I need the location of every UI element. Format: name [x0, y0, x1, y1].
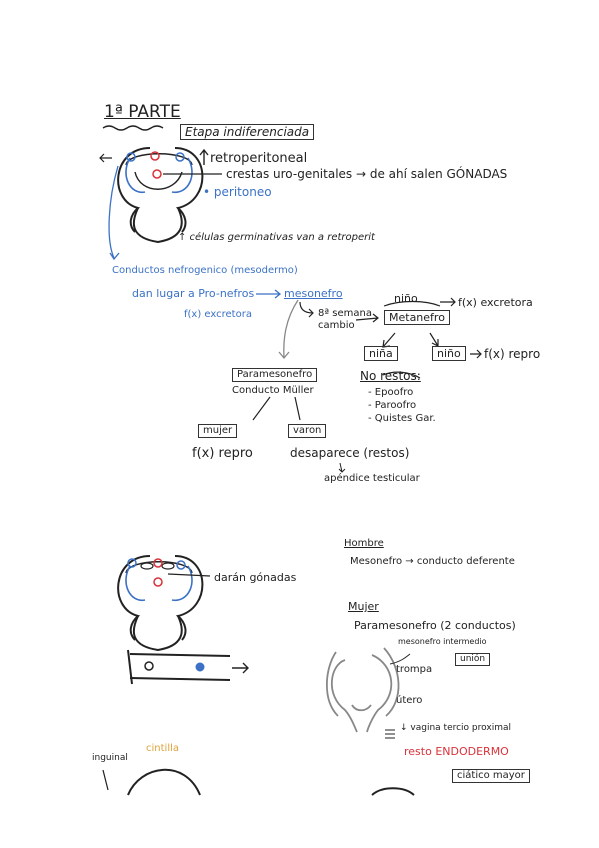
blue-dot-right-1	[175, 152, 185, 162]
tube-diagram	[127, 649, 249, 685]
red-dot-top-1	[150, 151, 160, 161]
bracket-metanefro	[383, 300, 441, 307]
varon-box: varon	[288, 424, 327, 438]
mesonefro-intermedio-label: mesonefro intermedio	[398, 637, 487, 646]
paramesonefro2-label: Paramesonefro (2 conductos)	[354, 619, 516, 632]
semana-cambio-label: 8ª semana cambio	[318, 308, 372, 331]
paramesonefro-box: Paramesonefro	[232, 368, 318, 382]
bottom-arrow-inguinal	[102, 769, 109, 791]
blue-dot-right-2	[176, 560, 186, 570]
red-dot-top-2	[153, 558, 163, 568]
arrow-pronefros-mesonefro	[256, 289, 282, 299]
vagina-label: ↓ vagina tercio proximal	[400, 723, 511, 733]
trompa-label: trompa	[396, 664, 433, 675]
branch-muller	[252, 396, 301, 421]
no-restos-label: No restos:	[360, 369, 421, 383]
conducto-muller-label: Conducto Müller	[232, 385, 314, 396]
crestas-label: crestas uro-genitales → de ahí salen GÓN…	[226, 167, 508, 181]
nino-label: niño	[394, 292, 418, 305]
desaparece-label: desaparece (restos)	[290, 446, 410, 460]
fx-excretora2-label: f(x) excretora	[458, 296, 533, 309]
mujer-heading: Mujer	[348, 600, 379, 613]
union-box: unión	[455, 653, 491, 666]
retroperitoneal-label: retroperitoneal	[210, 151, 308, 166]
fx-repro-label: f(x) repro	[484, 347, 541, 361]
apendice-label: apéndice testicular	[324, 473, 420, 484]
quistes-label: - Quistes Gar.	[368, 413, 436, 424]
daran-gonadas-label: darán gónadas	[214, 571, 297, 584]
hombre-line: Mesonefro → conducto deferente	[350, 556, 515, 567]
mesonefro-label: mesonefro	[284, 287, 343, 300]
arrow-daran	[167, 573, 211, 577]
mujer-box: mujer	[198, 424, 238, 438]
paroofro-label: - Paroofro	[368, 400, 417, 411]
dan-lugar-label: dan lugar a Pro-nefros	[132, 287, 255, 300]
small-arrow-left	[99, 153, 112, 163]
peritoneo-label: • peritoneo	[203, 185, 272, 199]
cintilla-label: cintilla	[146, 743, 179, 754]
arrow-desaparece	[338, 462, 346, 473]
tube-gray-circle	[144, 661, 154, 671]
utero-label: útero	[396, 695, 423, 706]
arrow-to-nina	[382, 332, 396, 348]
nina-box: niña	[364, 346, 398, 361]
arrow-trompa	[389, 653, 411, 665]
heading-underline	[102, 125, 164, 131]
arrow-semana-metanefro	[355, 313, 379, 323]
bottom-body-curve	[127, 768, 201, 796]
arrow-up-retro	[199, 148, 209, 165]
bottom-right-curve	[371, 787, 415, 796]
gonad-right	[161, 562, 175, 570]
blue-dot-left-2	[127, 558, 137, 568]
blue-curve-arrow	[108, 165, 120, 261]
arrow-nino2-fx	[470, 349, 482, 359]
fx-excretora-label: f(x) excretora	[184, 309, 252, 320]
conducto-nefrogenico-label: Conductos nefrogenico (mesodermo)	[112, 265, 298, 276]
red-dot-center-1	[152, 169, 162, 179]
arrow-no-restos	[382, 371, 421, 379]
tube-blue-circle	[195, 662, 205, 672]
blue-dot-left-1	[126, 152, 136, 162]
arrow-to-nino2	[429, 332, 439, 347]
uterus-diagram	[326, 647, 400, 733]
inguinal-label: inguinal	[92, 753, 128, 763]
gonad-left	[140, 562, 154, 570]
hombre-heading: Hombre	[344, 538, 384, 549]
ciatico-box: ciático mayor	[452, 769, 530, 783]
embryo-blue-ducts-1	[125, 157, 193, 193]
embryo-blue-ducts-2	[125, 565, 193, 601]
arrow-nino-fx	[440, 297, 456, 307]
nino2-box: niño	[432, 346, 466, 361]
arrow-mesonefro-semana	[299, 301, 314, 318]
celulas-label: ↑ células germinativas van a retroperit	[178, 232, 375, 243]
arrow-mesonefro-down	[278, 299, 299, 360]
epoofro-label: - Epoofro	[368, 387, 414, 398]
metanefro-box: Metanefro	[384, 310, 450, 325]
red-dot-center-2	[153, 577, 163, 587]
fx-repro2-label: f(x) repro	[192, 446, 253, 461]
resto-endodermo-label: resto ENDODERMO	[404, 745, 509, 758]
stage-box: Etapa indiferenciada	[180, 124, 315, 140]
heading: 1ª PARTE	[104, 102, 181, 122]
uterus-hatch	[385, 729, 395, 739]
